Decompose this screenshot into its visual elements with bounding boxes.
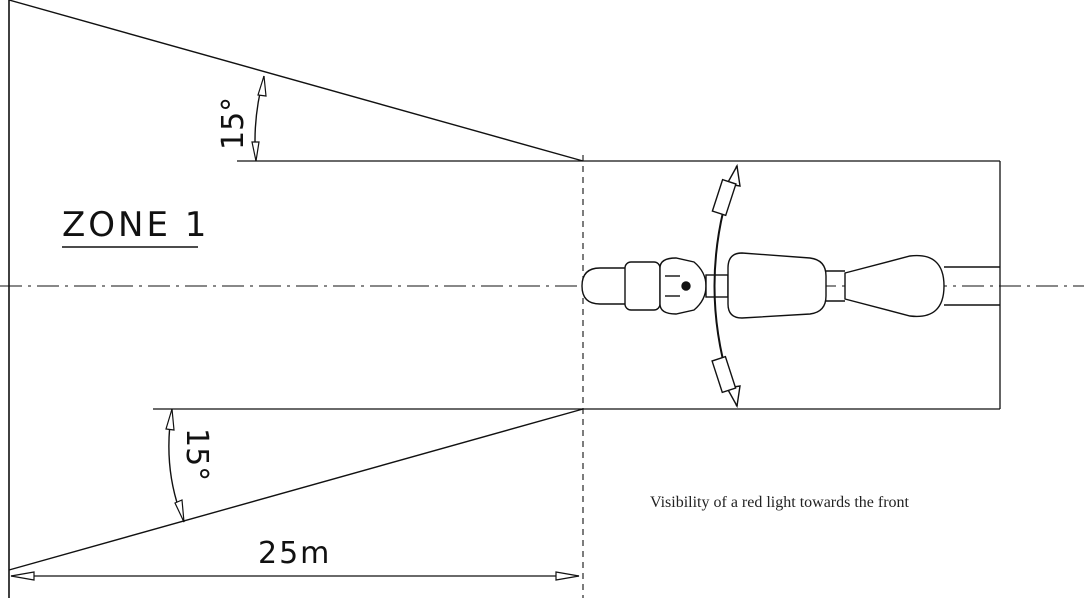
upper-angle-indicator [251,75,267,162]
lower-side-lamp [711,355,741,409]
distance-arrow-right [555,571,580,581]
upper-arrow-head-top [257,75,267,97]
fuel-tank [727,252,827,319]
distance-label: 25m [258,536,331,571]
diagram-caption: Visibility of a red light towards the fr… [650,494,910,511]
lower-arrow-head-top [165,408,175,431]
steering-pivot [681,281,691,291]
zone-label: ZONE 1 [62,205,209,245]
rear-tail [944,266,1000,306]
motorcycle-top-view [581,163,1000,409]
lower-zone-boundary [8,408,584,571]
upper-angle-label: 15° [216,97,251,150]
frame-neck [705,274,729,298]
lower-arrow-head-bottom [174,499,185,523]
upper-arrow-head-bottom [251,141,260,162]
upper-side-lamp [711,163,741,217]
front-wheel [581,267,625,305]
lower-angle-indicator [165,408,185,523]
lower-angle-label: 15° [179,428,214,481]
seat [844,254,945,318]
distance-arrow-left [10,571,35,581]
headlamp-housing [624,261,661,311]
frame-connector [826,270,845,302]
upper-zone-boundary [8,0,584,162]
